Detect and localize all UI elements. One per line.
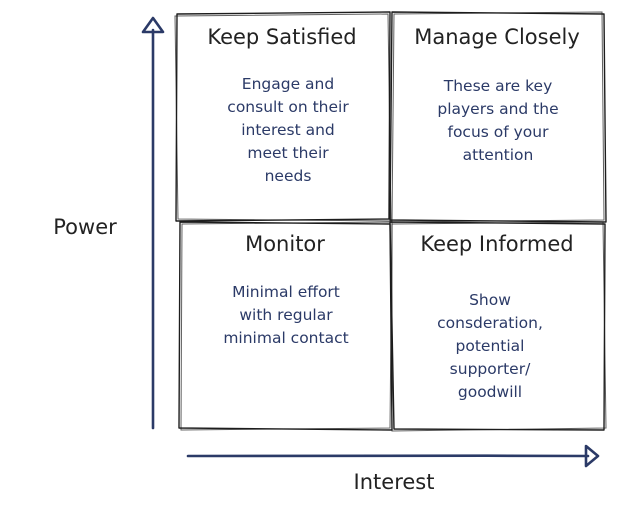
- quadrant-title-top-left: Keep Satisfied: [207, 25, 356, 49]
- body-line: goodwill: [458, 383, 522, 401]
- quadrant-title-bottom-left: Monitor: [245, 232, 325, 256]
- quadrant-title-bottom-right: Keep Informed: [420, 232, 573, 256]
- y-axis: [141, 16, 165, 430]
- body-line: with regular: [239, 306, 333, 324]
- body-line: consult on their: [227, 98, 349, 116]
- quadrant-box-bottom-right: [389, 221, 607, 432]
- x-axis-line: [186, 454, 590, 458]
- body-line: potential: [456, 337, 525, 355]
- y-axis-arrowhead: [141, 16, 165, 34]
- quadrant-box-top-right: [389, 11, 607, 223]
- body-line: supporter/: [450, 360, 531, 378]
- body-line: These are key: [443, 77, 553, 95]
- body-line: Show: [469, 291, 511, 309]
- body-line: meet their: [247, 144, 329, 162]
- body-line: Minimal effort: [232, 283, 340, 301]
- body-line: attention: [463, 146, 534, 164]
- quadrant-body-top-right: These are key players and the focus of y…: [437, 77, 558, 164]
- x-axis-label: Interest: [354, 470, 435, 494]
- quadrant-body-bottom-right: Show consderation, potential supporter/ …: [437, 291, 543, 401]
- body-line: interest and: [241, 121, 335, 139]
- quadrant-body-top-left: Engage and consult on their interest and…: [227, 75, 349, 185]
- quadrant-box-top-left: [174, 11, 392, 222]
- x-axis-arrowhead: [584, 444, 600, 468]
- quadrant-title-top-right: Manage Closely: [414, 25, 580, 49]
- body-line: focus of your: [447, 123, 549, 141]
- body-line: Engage and: [242, 75, 334, 93]
- body-line: needs: [265, 167, 312, 185]
- body-line: minimal contact: [223, 329, 348, 347]
- y-axis-label: Power: [53, 215, 117, 239]
- body-line: players and the: [437, 100, 558, 118]
- x-axis: [186, 444, 600, 468]
- body-line: consderation,: [437, 314, 543, 332]
- y-axis-line: [151, 28, 155, 430]
- quadrant-body-bottom-left: Minimal effort with regular minimal cont…: [223, 283, 348, 347]
